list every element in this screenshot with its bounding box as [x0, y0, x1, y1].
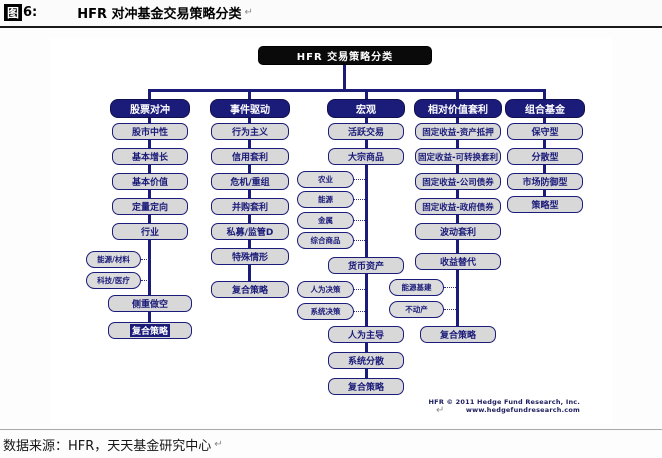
figure-badge: 图 [4, 3, 22, 21]
node-systematic-diversified: 系统分散 [328, 352, 404, 369]
paragraph-mark-icon: ↵ [244, 6, 253, 18]
connector-line [248, 89, 251, 100]
node-sector: 行业 [112, 223, 188, 240]
node-systematic: 系统决策 [297, 303, 354, 320]
node-fundamental-value: 基本价值 [112, 173, 188, 190]
node-discretionary: 人为决策 [297, 281, 354, 298]
node-macro-multi-strategy: 复合策略 [328, 378, 404, 395]
node-agriculture: 农业 [297, 171, 354, 188]
node-volatility: 波动套利 [415, 223, 501, 240]
dotted-connector [444, 309, 456, 310]
dotted-connector [354, 199, 365, 200]
node-metals: 金属 [297, 212, 354, 229]
node-root-hfr-classification: HFR 交易策略分类 [258, 46, 432, 65]
dotted-connector [354, 220, 365, 221]
connector-line [456, 89, 459, 100]
divider [0, 429, 662, 430]
node-fundamental-growth: 基本增长 [112, 148, 188, 165]
highlighted-label: 复合策略 [129, 324, 170, 337]
node-equity-multi-strategy: 复合策略 [108, 322, 192, 339]
dotted-connector [141, 259, 149, 260]
figure-title-bar: 图 6: HFR 对冲基金交易策略分类 ↵ [0, 0, 662, 28]
node-distressed-restructuring: 危机/重组 [211, 173, 289, 190]
connector-line [149, 89, 546, 92]
node-conservative: 保守型 [507, 123, 583, 140]
node-event-driven: 事件驱动 [210, 99, 290, 118]
connector-line [456, 117, 459, 327]
node-fi-sovereign: 固定收益-政府债券 [415, 198, 501, 215]
dotted-connector [354, 240, 365, 241]
node-discretionary-thematic: 人为主导 [328, 326, 404, 343]
node-special-situations: 特殊情形 [211, 248, 289, 265]
node-active-trading: 活跃交易 [328, 123, 404, 140]
connector-line [148, 117, 151, 323]
hfr-credit-text: HFR © 2011 Hedge Fund Research, Inc. www… [428, 398, 580, 414]
connector-line [365, 89, 368, 100]
node-energy-infrastructure: 能源基建 [389, 279, 444, 296]
node-fi-convertible-arbitrage: 固定收益-可转换套利 [415, 148, 501, 165]
node-private-issue-regulation-d: 私募/监管D [211, 223, 289, 240]
dotted-connector [141, 280, 149, 281]
connector-line [148, 89, 151, 100]
connector-line [365, 117, 368, 379]
node-yield-alternatives: 收益替代 [415, 253, 501, 270]
node-diversified: 分散型 [507, 148, 583, 165]
node-credit-arbitrage: 信用套利 [211, 148, 289, 165]
node-energy-materials: 能源/材料 [86, 251, 141, 268]
node-fund-of-funds: 组合基金 [505, 99, 585, 118]
node-real-estate: 不动产 [389, 301, 444, 318]
node-macro: 宏观 [327, 99, 405, 118]
dotted-connector [354, 289, 365, 290]
page-title: HFR 对冲基金交易策略分类 [77, 6, 242, 22]
node-short-bias: 侧重做空 [108, 295, 192, 312]
node-technology-healthcare: 科技/医疗 [86, 272, 141, 289]
source-text: 数据来源：HFR，天天基金研究中心 [3, 439, 212, 454]
node-equity-hedge: 股票对冲 [110, 99, 190, 118]
node-strategic: 策略型 [507, 196, 583, 213]
figure-number: 6: [23, 4, 38, 20]
node-multi-commodity: 综合商品 [297, 232, 354, 249]
paragraph-mark-icon: ↵ [436, 405, 445, 416]
node-commodity: 大宗商品 [328, 148, 404, 165]
node-quantitative-directional: 定量定向 [112, 198, 188, 215]
dotted-connector [354, 311, 365, 312]
paragraph-mark-icon: ↵ [214, 439, 223, 450]
node-fi-corporate: 固定收益-公司债券 [415, 173, 501, 190]
node-market-defensive: 市场防御型 [507, 173, 583, 190]
node-event-multi-strategy: 复合策略 [211, 281, 289, 298]
node-equity-market-neutral: 股市中性 [112, 123, 188, 140]
node-relative-value-arbitrage: 相对价值套利 [414, 99, 502, 118]
node-activist: 行为主义 [211, 123, 289, 140]
connector-line [543, 89, 546, 100]
connector-line [343, 65, 346, 91]
dotted-connector [444, 287, 456, 288]
node-energy: 能源 [297, 191, 354, 208]
node-currency: 货币资产 [328, 257, 404, 274]
node-fi-asset-backed: 固定收益-资产抵押 [415, 123, 501, 140]
node-rva-multi-strategy: 复合策略 [420, 326, 496, 343]
node-merger-arbitrage: 并购套利 [211, 198, 289, 215]
dotted-connector [354, 179, 365, 180]
source-row: 数据来源：HFR，天天基金研究中心 ↵ [3, 435, 223, 454]
